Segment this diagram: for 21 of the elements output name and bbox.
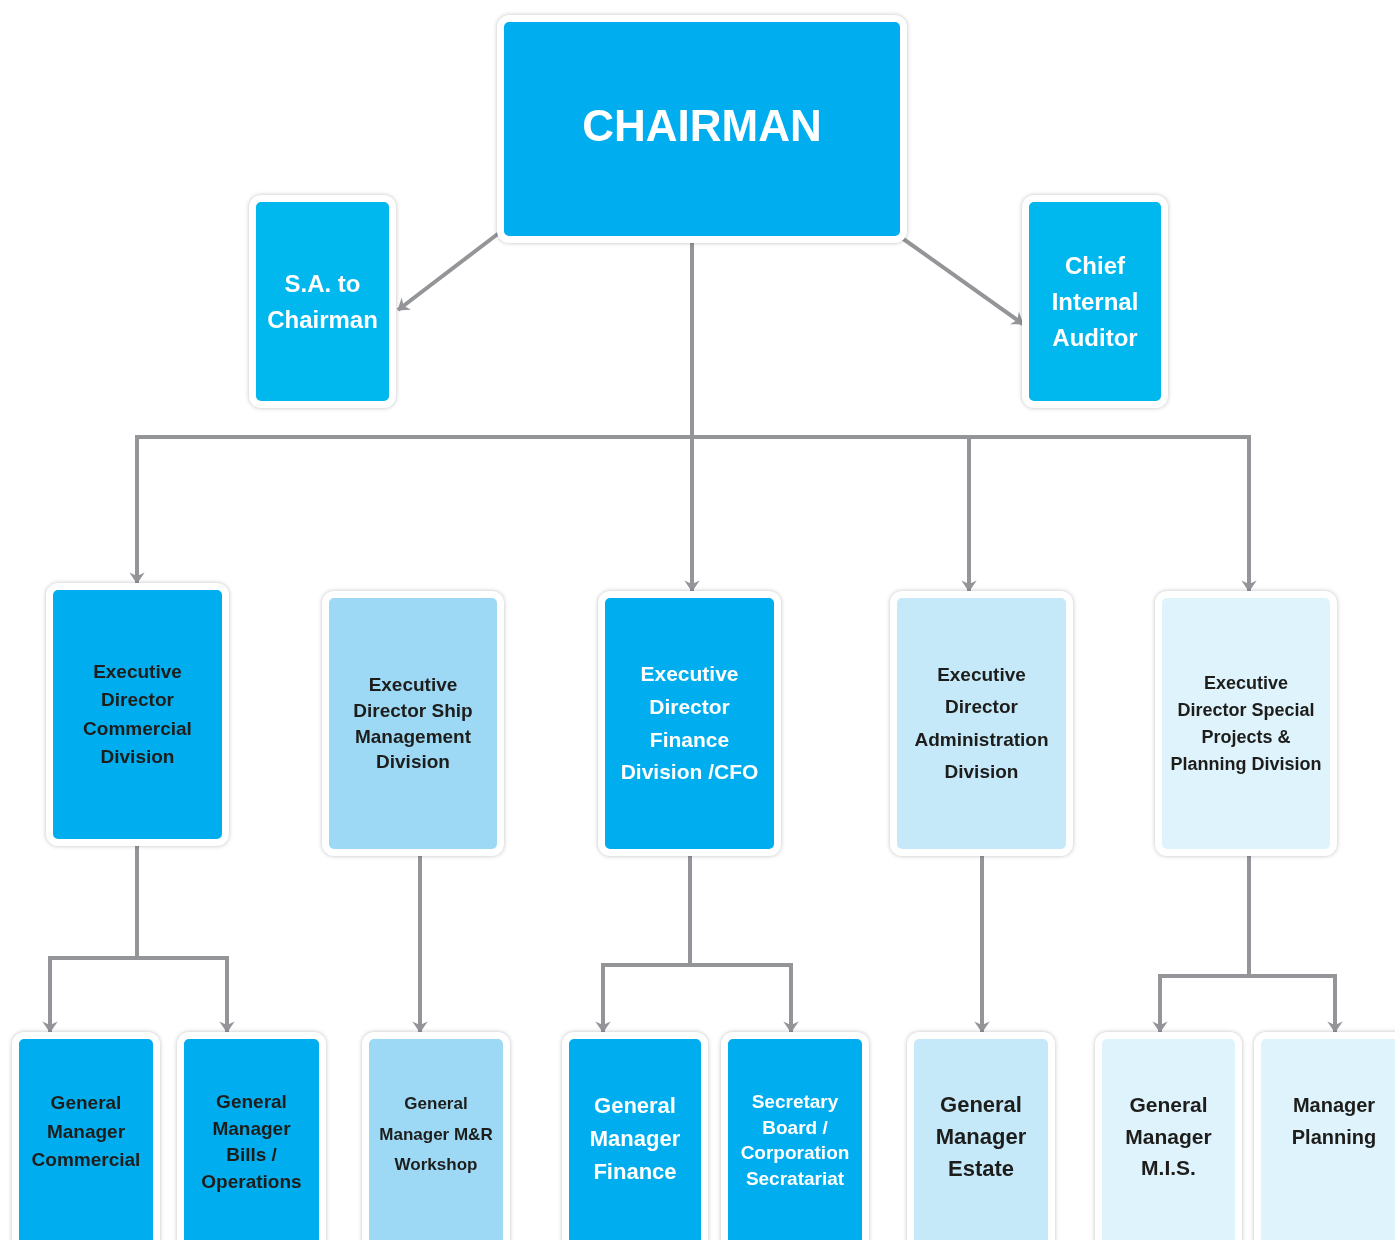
arrow [688, 856, 799, 1033]
role-title: Executive Director Special Projects & Planning Division [1169, 671, 1323, 776]
role-title: General Manager M.I.S. [1124, 1092, 1213, 1181]
role-title: Chief Internal Auditor [1050, 250, 1140, 353]
arrow [412, 856, 428, 1033]
role-title: General Manager Bills / Operations [200, 1090, 303, 1194]
arrow [1247, 856, 1343, 1033]
role-title: Executive Director Finance Division /CFO [619, 661, 760, 786]
role-title: CHAIRMAN [582, 100, 822, 152]
role-title: Executive Director Commercial Division [82, 659, 193, 769]
role-title: General Manager Estate [934, 1091, 1028, 1183]
role-title: Executive Director Administration Division [913, 662, 1050, 784]
arrow [135, 846, 235, 1033]
role-title: Manager Planning [1290, 1093, 1378, 1150]
role-title: S.A. to Chairman [266, 268, 379, 335]
role-title: General Manager Commercial [30, 1091, 142, 1172]
role-title: General Manager M&R Workshop [378, 1093, 494, 1177]
role-title: Secretary Board / Corporation Secratariat [739, 1090, 851, 1191]
arrow [974, 856, 990, 1033]
role-title: General Manager Finance [588, 1092, 682, 1186]
role-title: Executive Director Ship Management Division [352, 673, 474, 775]
